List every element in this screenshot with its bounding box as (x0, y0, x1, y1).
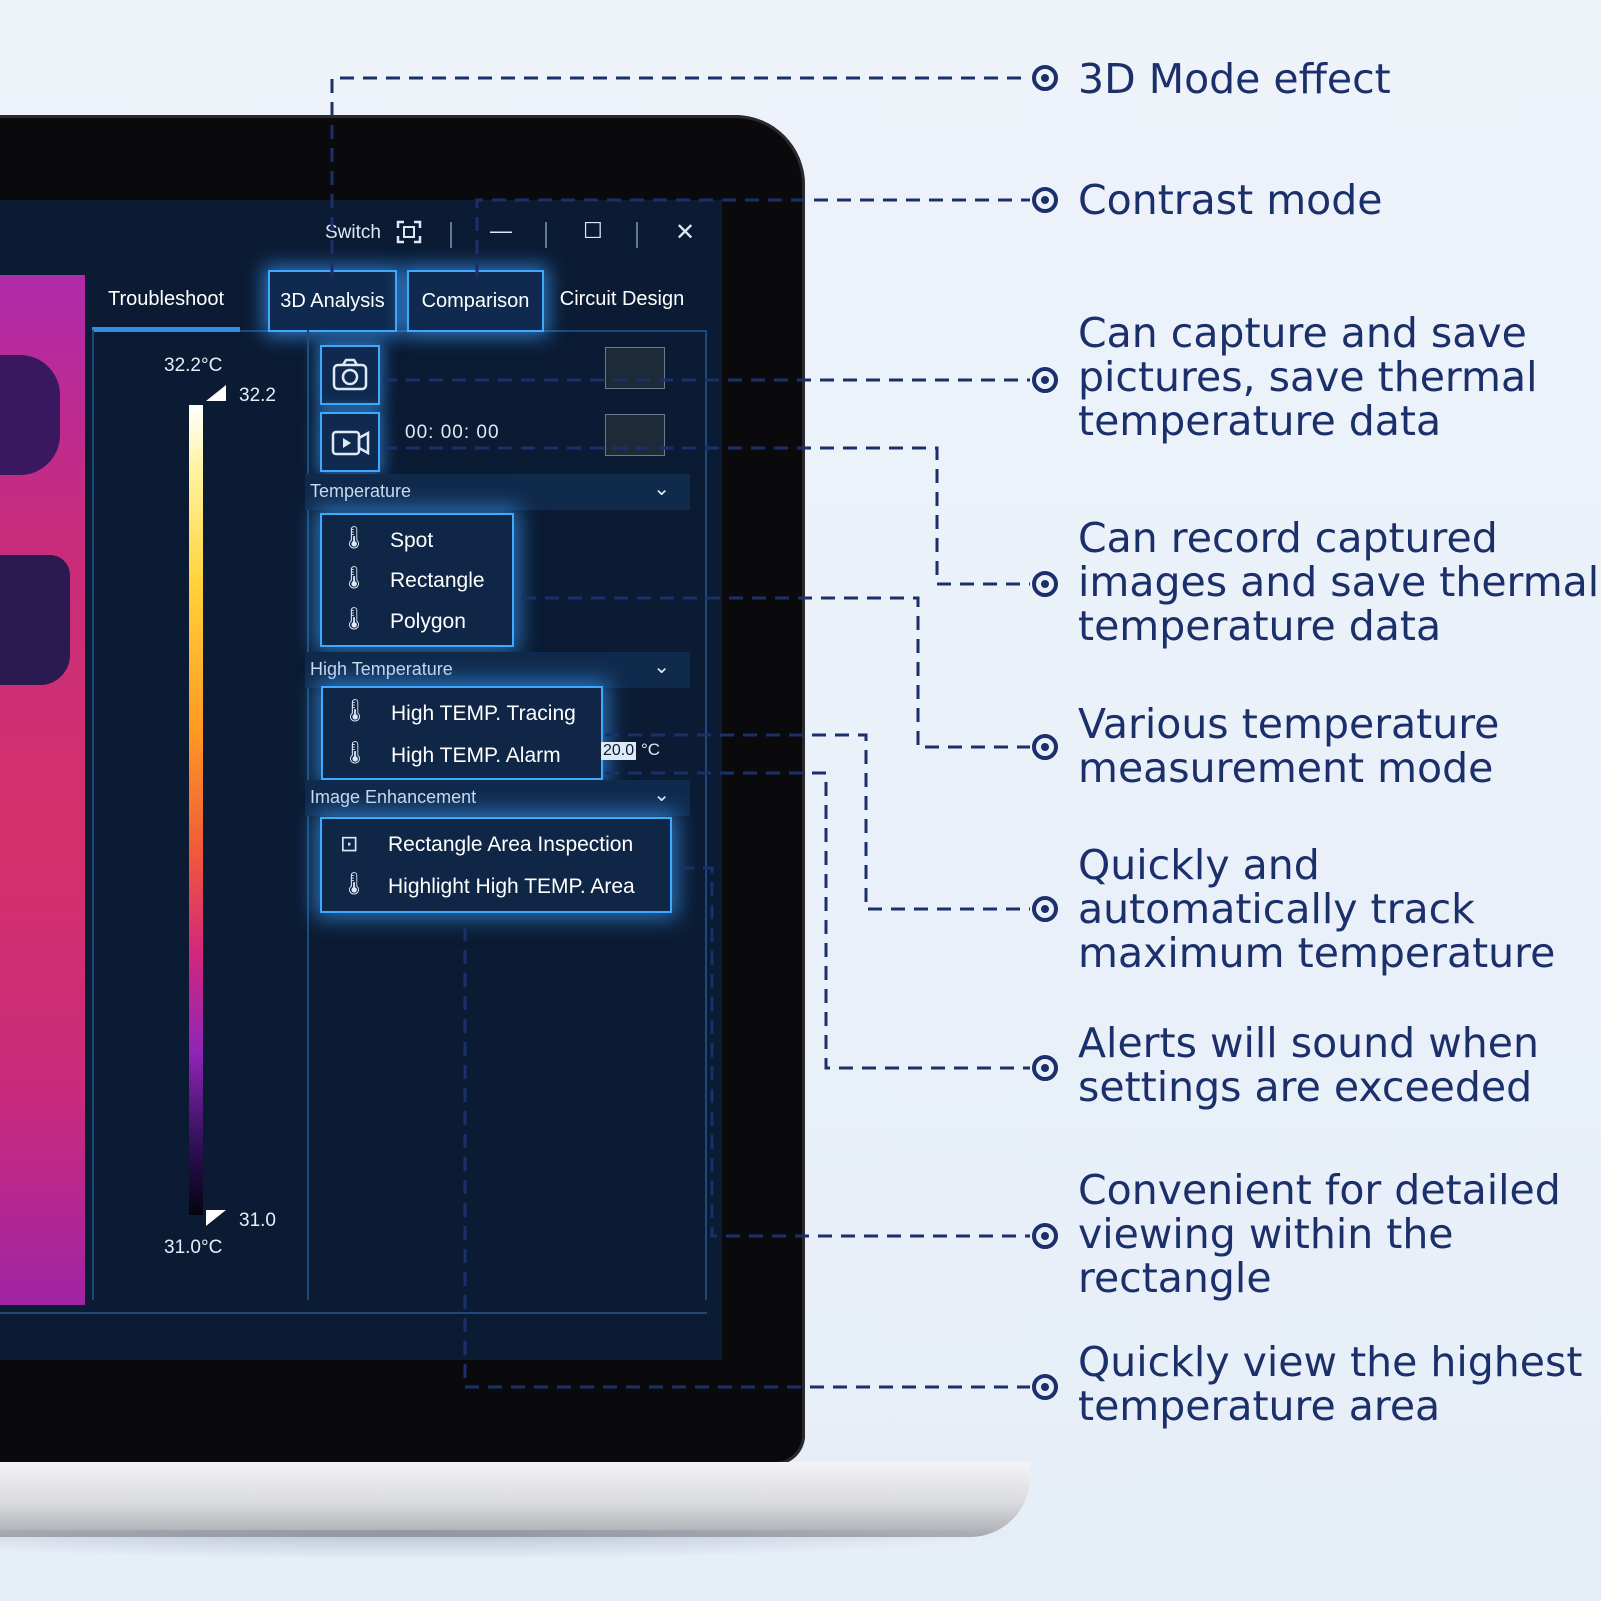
alarm-thermometer-icon: 🌡 (341, 740, 369, 765)
camera-icon (332, 358, 368, 391)
titlebar-divider (636, 222, 638, 248)
leader-line (463, 927, 1030, 1389)
minimize-button[interactable]: — (490, 218, 512, 243)
active-tab-indicator (92, 327, 240, 332)
menu-item-high-temp-tracing[interactable]: High TEMP. Tracing (391, 702, 576, 725)
tab-label: Comparison (421, 290, 530, 312)
highlight-thermometer-icon: 🌡 (340, 871, 368, 896)
callout-alerts: Alerts will sound when settings are exce… (1078, 1019, 1539, 1111)
menu-item-polygon[interactable]: Polygon (390, 610, 466, 633)
close-button[interactable]: ✕ (675, 219, 696, 246)
callout-bullet-icon (1032, 1055, 1058, 1081)
record-timer: 00: 00: 00 (405, 422, 500, 443)
leader-line (330, 76, 1030, 277)
chevron-down-icon[interactable]: ⌄ (653, 656, 670, 678)
panel-bottom-border (0, 1312, 707, 1314)
tab-bar: Troubleshoot 3D Analysis Comparison Circ… (92, 270, 707, 332)
callout-highest-area: Quickly view the highest temperature are… (1078, 1338, 1583, 1430)
scale-min-label: 31.0°C (164, 1237, 223, 1258)
thermal-blob (0, 355, 60, 475)
menu-item-rectangle-area-inspection[interactable]: Rectangle Area Inspection (388, 833, 634, 856)
app-window: Switch — ☐ ✕ Troubleshoot 3D Analysis Co… (0, 200, 722, 1360)
callout-bullet-icon (1032, 1223, 1058, 1249)
menu-item-highlight-high-temp-area[interactable]: Highlight High TEMP. Area (388, 875, 635, 898)
chevron-down-icon[interactable]: ⌄ (653, 478, 670, 500)
leader-line (522, 596, 1030, 749)
section-image-enhancement-header[interactable]: Image Enhancement ⌄ (305, 780, 690, 816)
callout-contrast-mode: Contrast mode (1078, 176, 1383, 224)
menu-item-spot[interactable]: Spot (390, 529, 434, 552)
section-title: Temperature (310, 481, 412, 501)
callout-bullet-icon (1032, 734, 1058, 760)
area-inspection-icon: ⊡ (340, 831, 359, 856)
tab-circuit-design[interactable]: Circuit Design (552, 270, 692, 328)
alarm-unit: °C (641, 740, 661, 759)
scale-max-label: 32.2°C (164, 355, 223, 376)
titlebar-divider (545, 222, 547, 248)
tab-3d-analysis[interactable]: 3D Analysis (268, 270, 397, 332)
tab-comparison[interactable]: Comparison (407, 270, 544, 332)
record-button[interactable] (320, 412, 380, 472)
maximize-button[interactable]: ☐ (583, 218, 603, 243)
max-marker-icon[interactable] (206, 385, 226, 401)
callout-record: Can record captured images and save ther… (1078, 514, 1600, 650)
tab-label: 3D Analysis (280, 290, 385, 312)
thermal-blob (0, 555, 70, 685)
title-bar: Switch — ☐ ✕ (0, 200, 722, 270)
callout-bullet-icon (1032, 896, 1058, 922)
video-icon (331, 430, 370, 456)
alarm-threshold-input[interactable]: 20.0 (601, 742, 637, 760)
callout-bullet-icon (1032, 571, 1058, 597)
tracing-thermometer-icon: 🌡 (341, 698, 369, 723)
callout-rectangle-viewing: Convenient for detailed viewing within t… (1078, 1166, 1561, 1302)
tab-troubleshoot[interactable]: Troubleshoot (92, 270, 240, 332)
capture-preview[interactable] (605, 347, 665, 389)
callout-3d-mode: 3D Mode effect (1078, 55, 1391, 103)
scale-max-value: 32.2 (239, 385, 276, 406)
callout-bullet-icon (1032, 187, 1058, 213)
switch-view-icon[interactable] (395, 218, 423, 246)
color-scale-bar (189, 405, 203, 1215)
high-temperature-menu: 🌡 High TEMP. Tracing 🌡 High TEMP. Alarm (321, 686, 603, 780)
chevron-down-icon[interactable]: ⌄ (653, 784, 670, 806)
section-high-temperature-header[interactable]: High Temperature ⌄ (305, 652, 690, 688)
section-title: Image Enhancement (310, 787, 477, 807)
laptop-shadow (0, 1530, 1040, 1560)
menu-item-high-temp-alarm[interactable]: High TEMP. Alarm (391, 744, 561, 767)
callout-bullet-icon (1032, 1374, 1058, 1400)
section-temperature-header[interactable]: Temperature ⌄ (305, 474, 690, 510)
callout-measurement-mode: Various temperature measurement mode (1078, 700, 1500, 792)
leader-line (680, 866, 1030, 1238)
section-title: High Temperature (310, 659, 453, 679)
polygon-thermometer-icon: 🌡 (340, 606, 368, 631)
capture-button[interactable] (320, 345, 380, 405)
leader-line (605, 771, 1030, 1070)
switch-label[interactable]: Switch (325, 222, 381, 243)
temperature-menu: 🌡 Spot 🌡 Rectangle 🌡 Polygon (320, 513, 514, 647)
spot-thermometer-icon: 🌡 (340, 525, 368, 550)
tools-panel: 00: 00: 00 Temperature ⌄ 🌡 Spot 🌡 Rectan… (305, 330, 707, 1300)
tab-label: Troubleshoot (108, 288, 224, 310)
callout-capture: Can capture and save pictures, save ther… (1078, 309, 1538, 445)
leader-line (383, 446, 1030, 586)
leader-line (475, 198, 1030, 277)
thermal-image (0, 275, 85, 1305)
callout-bullet-icon (1032, 367, 1058, 393)
laptop-base (0, 1462, 1030, 1537)
titlebar-divider (450, 222, 452, 248)
rectangle-thermometer-icon: 🌡 (340, 565, 368, 590)
leader-line (605, 733, 1030, 911)
tab-label: Circuit Design (559, 288, 685, 310)
image-enhancement-menu: ⊡ Rectangle Area Inspection 🌡 Highlight … (320, 817, 672, 913)
callout-track-max-temp: Quickly and automatically track maximum … (1078, 841, 1556, 977)
menu-item-rectangle[interactable]: Rectangle (390, 569, 485, 592)
callout-bullet-icon (1032, 65, 1058, 91)
scale-min-value: 31.0 (239, 1210, 276, 1231)
